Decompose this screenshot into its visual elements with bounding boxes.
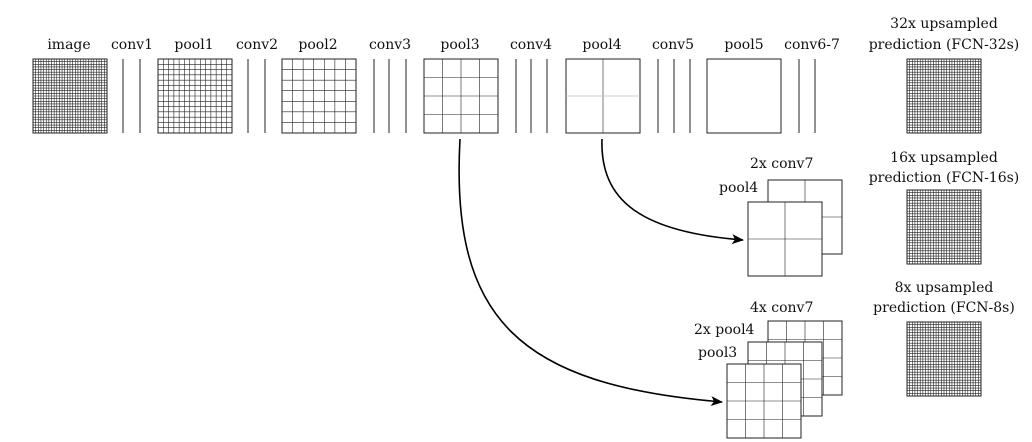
image-grid [32, 58, 108, 134]
conv2-lines [247, 59, 266, 133]
fcn16-prediction-grid [906, 189, 982, 265]
label-conv3: conv3 [369, 37, 411, 53]
label-conv2: conv2 [236, 37, 278, 53]
label-pool5: pool5 [724, 37, 763, 53]
fcn16-title-line1: 16x upsampled [890, 150, 998, 166]
fcn16-conv7-label: 2x conv7 [750, 156, 813, 172]
fcn16-pool4-label: pool4 [719, 180, 758, 196]
conv5-lines [657, 59, 691, 133]
label-pool2: pool2 [298, 37, 337, 53]
fcn8-title-line2: prediction (FCN-8s) [873, 300, 1015, 316]
fcn32-title-line2: prediction (FCN-32s) [869, 37, 1020, 53]
pool4-grid [565, 58, 641, 134]
pool3-skip-arrow [458, 138, 723, 407]
fcn8-pool3-label: pool3 [698, 345, 737, 361]
label-conv1: conv1 [111, 37, 153, 53]
label-pool4: pool4 [582, 37, 621, 53]
fcn8-prediction-grid [906, 321, 982, 397]
pool2-grid [281, 58, 357, 134]
conv6-7-lines [798, 59, 816, 133]
grid-frame [281, 58, 357, 134]
fcn8-conv7-label: 4x conv7 [750, 300, 813, 316]
label-conv6-7: conv6-7 [784, 37, 840, 53]
conv1-lines [122, 59, 141, 133]
fcn8-pool4-label: 2x pool4 [694, 322, 755, 338]
pool1-grid [157, 58, 233, 134]
label-pool1: pool1 [174, 37, 213, 53]
conv4-lines [515, 59, 548, 133]
pool5-box [706, 58, 782, 134]
fcn8-stack [726, 320, 843, 439]
fcn8-title-line1: 8x upsampled [895, 280, 994, 296]
label-conv5: conv5 [652, 37, 694, 53]
fcn8-pool3-map [726, 363, 802, 439]
fcn32-prediction-grid [906, 58, 982, 134]
conv3-lines [373, 59, 407, 133]
grid-frame [706, 58, 782, 134]
pool3-grid [423, 58, 499, 134]
fcn16-title-line2: prediction (FCN-16s) [869, 170, 1020, 186]
label-conv4: conv4 [510, 37, 552, 53]
label-pool3: pool3 [440, 37, 479, 53]
fcn32-title-line1: 32x upsampled [890, 16, 998, 32]
label-image: image [47, 37, 90, 53]
fcn16-stack [747, 179, 843, 277]
fcn16-pool4-map [747, 201, 823, 277]
pool4-skip-arrow [601, 138, 744, 245]
